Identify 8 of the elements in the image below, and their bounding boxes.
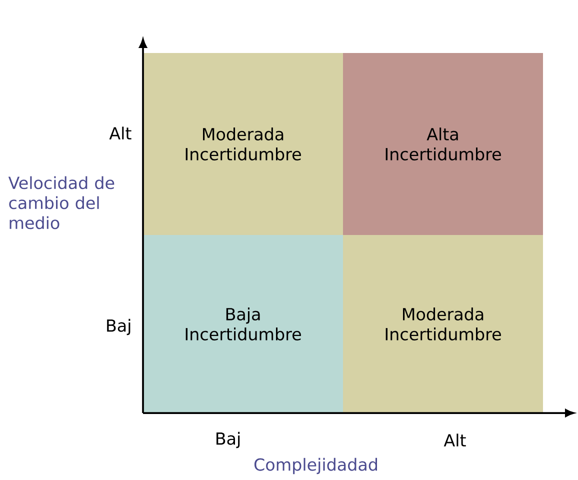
quadrant-box: Alta Incertidumbre <box>343 53 543 235</box>
quadrant-box: Moderada Incertidumbre <box>343 235 543 413</box>
axis-title: Complejidadad <box>254 458 377 474</box>
axis-title: Velocidad de cambio del medio <box>8 176 114 230</box>
quadrant-box: Baja Incertidumbre <box>143 235 343 413</box>
axis-tick-label: Baj <box>216 432 240 448</box>
axis-tick-label: Alt <box>444 434 466 446</box>
quadrant-box: Moderada Incertidumbre <box>143 53 343 235</box>
